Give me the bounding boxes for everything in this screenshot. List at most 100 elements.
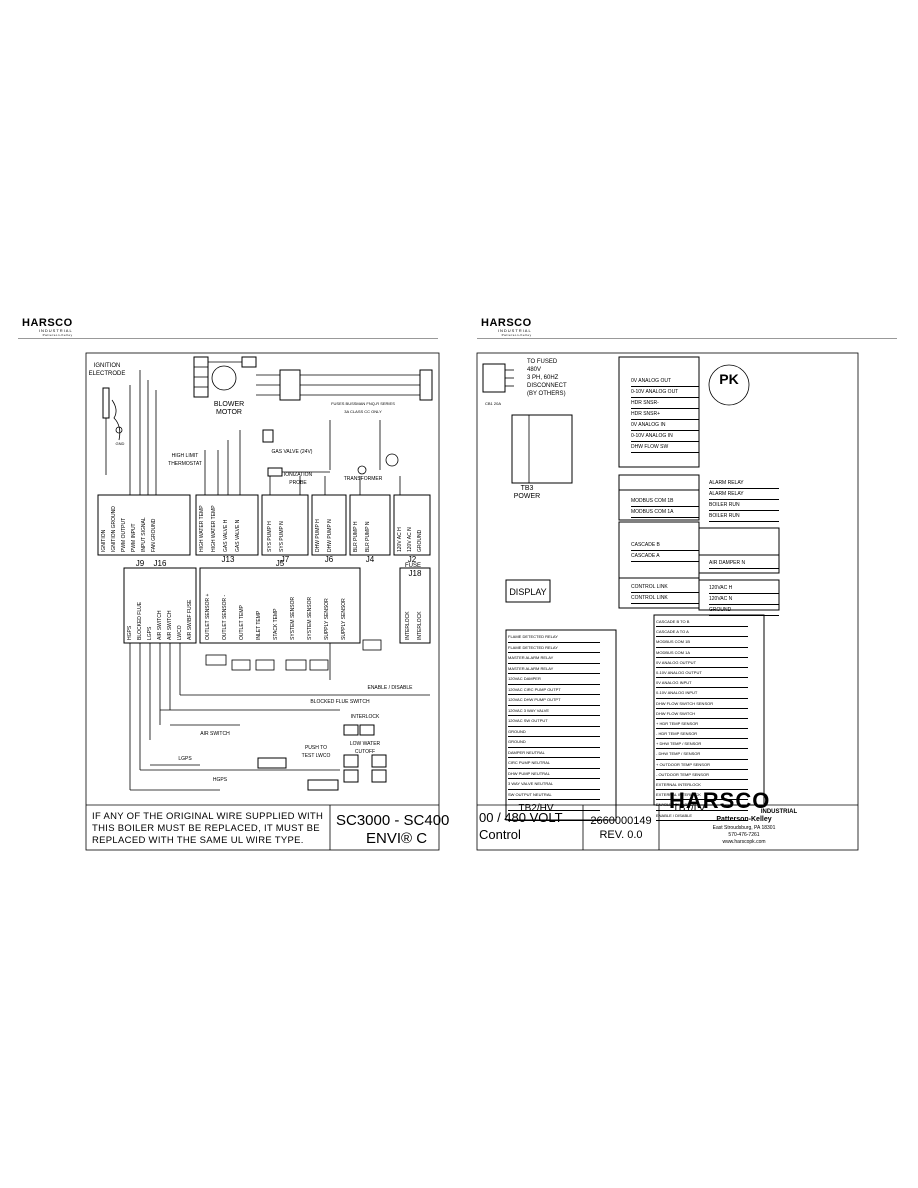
connector-pin-label: INLET TEMP [256, 610, 262, 640]
tb1-label: TB1/LV [672, 803, 706, 814]
terminal-row: MODBUS COM 1B [656, 637, 748, 648]
connector-pin-label: AIR SWITCH [167, 610, 173, 640]
connector-pin-label: SYSTEM SENSOR [290, 596, 296, 640]
header-rule-right [477, 338, 897, 339]
terminal-row: CASCADE B [631, 540, 699, 551]
connector-pin-label: BLR PUMP H [353, 521, 359, 552]
right-page: HARSCO INDUSTRIAL Patterson-Kelley [459, 300, 918, 860]
terminal-row: 0V ANALOG IN [631, 420, 699, 431]
connector-pin-label: PWM OUTPUT [121, 517, 127, 552]
left-wiring-diagram [85, 352, 440, 851]
connector-pin-label: SUPPLY SENSOR [341, 598, 347, 640]
connector-j5: J5 [275, 559, 285, 568]
blower-motor-label: BLOWER MOTOR [213, 401, 245, 416]
terminal-row: 120VAC CIRC PUMP OUTPT [508, 685, 600, 695]
terminal-row: 120VAC DHW PUMP OUTPT [508, 695, 600, 706]
interlock-label: INTERLOCK [350, 714, 380, 720]
terminal-row: ALARM RELAY [709, 478, 779, 489]
connector-pin-label: SUPPLY SENSOR [324, 598, 330, 640]
terminal-row: GROUND [508, 737, 600, 748]
terminal-row: ENABLE / DISABLE [656, 811, 748, 821]
terminal-row: + DHW TEMP / SENSOR [656, 739, 748, 750]
harsco-logo: HARSCO INDUSTRIAL Patterson-Kelley [22, 317, 73, 337]
terminal-row: AIR DAMPER N [709, 558, 779, 569]
revision: REV. 0.0 [599, 829, 643, 841]
terminal-row: DHW PUMP NEUTRAL [508, 769, 600, 779]
connector-pin-label: INPUT SIGNAL [141, 517, 147, 552]
terminal-row: FLAME DETECTED RELAY [508, 643, 600, 653]
connector-j18: J18 [408, 569, 422, 578]
terminal-row: BOILER RUN [709, 500, 779, 511]
gas-valve-label: GAS VALVE (24V) [271, 449, 313, 455]
terminal-row: MASTER ALARM RELAY [508, 664, 600, 674]
part-number: 2660000149 [590, 815, 652, 827]
connector-pin-label: PWM INPUT [131, 523, 137, 552]
terminal-row: BOILER RUN [709, 511, 779, 522]
connector-pin-label: IGNITION GROUND [111, 506, 117, 552]
title-voltage: 00 / 480 VOLT [479, 810, 563, 825]
connector-pin-label: OUTLET TEMP [239, 605, 245, 640]
terminal-row: - HDR TEMP SENSOR [656, 729, 748, 740]
connector-pin-label: LWCO [177, 625, 183, 640]
terminal-row: CASCADE B TO B [656, 617, 748, 628]
connector-j2: J2 [407, 555, 417, 564]
gnd-label: GND [115, 441, 125, 446]
header-rule [18, 338, 438, 339]
terminal-row: CASCADE A TO A [656, 627, 748, 638]
pk-logo: PK [719, 371, 739, 387]
enable-disable-label: ENABLE / DISABLE [367, 685, 413, 691]
terminal-row: CASCADE A [631, 551, 699, 562]
connector-pin-label: DHW PUMP N [327, 519, 333, 552]
connector-pin-label: SYSTEM SENSOR [307, 596, 313, 640]
supply-label: TO FUSED 480V 3 PH, 60HZ DISCONNECT (BY … [527, 359, 567, 397]
brand-harsco: HARSCO [669, 788, 771, 813]
terminal-row: 120VAC H [709, 583, 779, 594]
company-address: East Stroudsburg, PA 18301 [712, 825, 776, 831]
display-label: DISPLAY [509, 587, 547, 597]
terminal-row: GROUND [508, 727, 600, 737]
air-switch-label: AIR SWITCH [200, 731, 230, 737]
terminal-row: HDR SNSR+ [631, 409, 699, 420]
connector-pin-label: IGNITION [101, 529, 107, 552]
connector-pin-label: AIR SWITCH [157, 610, 163, 640]
terminal-row: 0-10V ANALOG OUT [631, 387, 699, 398]
connector-j7: J7 [280, 555, 290, 564]
model-title: SC3000 - SC400 [336, 812, 450, 829]
connector-pin-label: SYS PUMP H [267, 521, 273, 552]
lwco-label: LOW WATER CUTOFF [349, 741, 381, 755]
terminal-row: 0-10V ANALOG IN [631, 431, 699, 442]
terminal-row: MODBUS COM 1A [631, 507, 699, 518]
cb1-label: CB1 20A [484, 401, 501, 406]
connector-pin-label: FAN GROUND [151, 518, 157, 552]
terminal-row: + OUTDOOR TEMP SENSOR [656, 760, 748, 770]
terminal-row: 120VAC N [709, 594, 779, 605]
connector-pin-label: INTERLOCK [405, 611, 411, 640]
terminal-row: 0-10V ANALOG OUTPUT [656, 668, 748, 679]
terminal-row: - OUTDOOR TEMP SENSOR [656, 770, 748, 780]
terminal-row: EXTERNAL INTERLOCK [656, 780, 748, 791]
connector-pin-label: STACK TEMP [273, 608, 279, 641]
left-page: HARSCO INDUSTRIAL Patterson-Kelley [0, 300, 459, 860]
transformer-label: TRANSFORMER [343, 476, 383, 482]
terminal-row: ENABLE / DISABLE [656, 800, 748, 811]
company-phone: 570-476-7261 [728, 832, 760, 838]
terminal-row: 3 WAY VALVE NEUTRAL [508, 779, 600, 790]
connector-pin-label: HIGH WATER TEMP [199, 505, 205, 552]
fuse-label: FUSE [404, 563, 421, 569]
terminal-row: 120VAC 3 WAY VALVE [508, 706, 600, 716]
connector-pin-label: GAS VALVE H [223, 519, 229, 552]
connector-j13: J13 [221, 555, 235, 564]
wire-replacement-note: IF ANY OF THE ORIGINAL WIRE SUPPLIED WIT… [92, 811, 324, 846]
terminal-row [508, 800, 600, 811]
terminal-row: ALARM RELAY [709, 489, 779, 500]
terminal-row [508, 811, 600, 821]
terminal-row: 120VAC DAMPER [508, 674, 600, 685]
terminal-row: CONTROL LINK [631, 582, 699, 593]
title-control: Control [479, 827, 521, 842]
push-test-label: PUSH TO TEST LWCO [301, 745, 331, 759]
